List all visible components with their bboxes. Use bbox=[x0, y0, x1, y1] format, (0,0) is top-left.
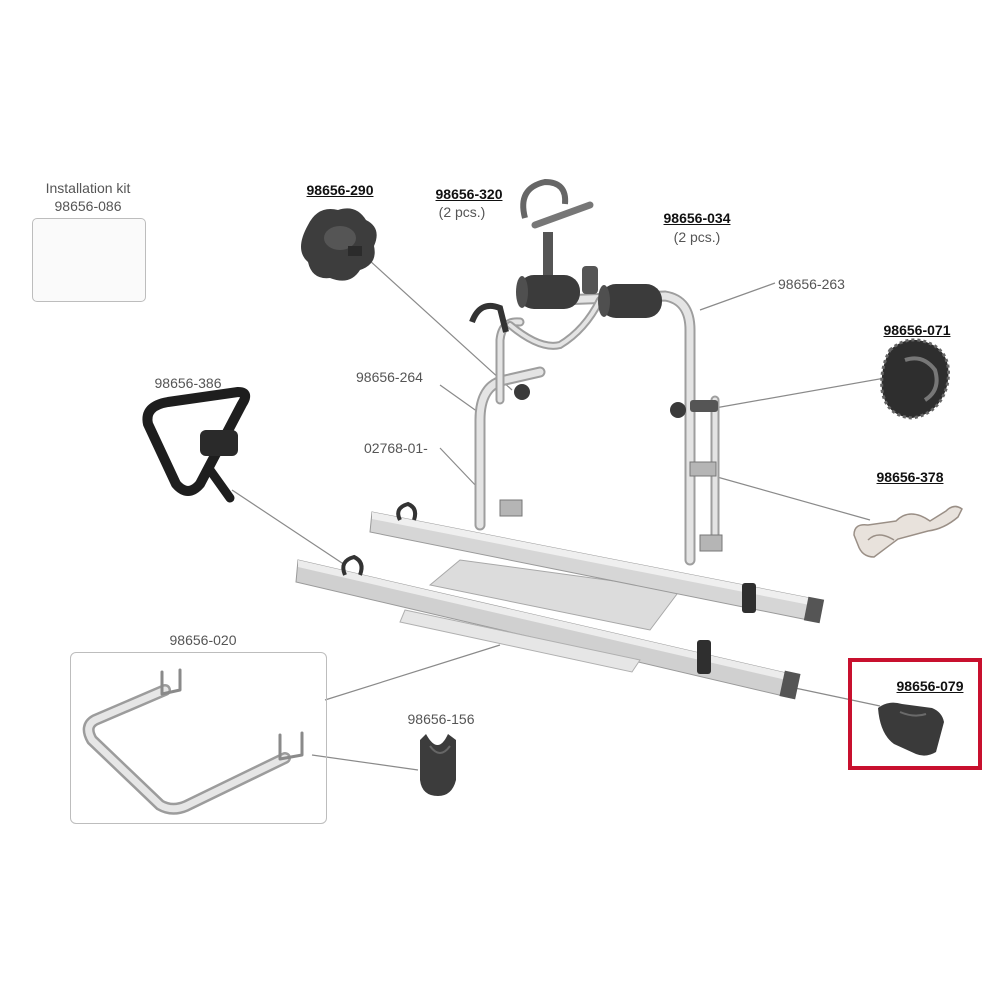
part-320-wheel-holder bbox=[520, 178, 594, 292]
part-290-star-knob bbox=[301, 208, 377, 281]
label-98656-320[interactable]: 98656-320 bbox=[435, 186, 503, 202]
installation-kit-number: 98656-086 bbox=[54, 198, 122, 214]
leader-lines bbox=[231, 249, 886, 771]
label-98656-020[interactable]: 98656-020 bbox=[169, 632, 237, 648]
label-98656-156[interactable]: 98656-156 bbox=[407, 711, 475, 727]
rack-frame bbox=[474, 290, 720, 566]
label-98656-290[interactable]: 98656-290 bbox=[306, 182, 374, 198]
label-98656-034[interactable]: 98656-034 bbox=[663, 210, 731, 226]
label-98656-264[interactable]: 98656-264 bbox=[356, 369, 423, 385]
label-98656-263[interactable]: 98656-263 bbox=[778, 276, 845, 292]
part-378-fork-bracket bbox=[853, 505, 963, 558]
part-079-end-cap bbox=[878, 702, 944, 756]
part-071-toothed-wheel bbox=[880, 338, 950, 420]
installation-kit-box bbox=[32, 218, 146, 302]
part-156-cup bbox=[420, 734, 456, 796]
label-98656-378[interactable]: 98656-378 bbox=[876, 469, 944, 485]
label-98656-079[interactable]: 98656-079 bbox=[896, 678, 964, 694]
upright-clamp-left bbox=[469, 302, 509, 333]
part-020-lower-frame bbox=[82, 668, 304, 815]
part-034-foam-pads bbox=[516, 266, 662, 318]
part-386-strap bbox=[142, 387, 251, 503]
label-98656-320-qty: (2 pcs.) bbox=[438, 204, 486, 220]
label-98656-071[interactable]: 98656-071 bbox=[883, 322, 951, 338]
rail-upper bbox=[369, 501, 825, 624]
frame-knobs bbox=[514, 384, 718, 418]
rail-lower bbox=[295, 554, 801, 700]
highlight-box bbox=[848, 658, 982, 770]
frame-brackets bbox=[499, 461, 723, 552]
lower-frame-box bbox=[70, 652, 327, 824]
label-98656-034-qty: (2 pcs.) bbox=[673, 229, 721, 245]
label-98656-386[interactable]: 98656-386 bbox=[154, 375, 222, 391]
installation-kit-title: Installation kit bbox=[45, 180, 131, 196]
label-02768-01[interactable]: 02768-01- bbox=[364, 440, 428, 456]
